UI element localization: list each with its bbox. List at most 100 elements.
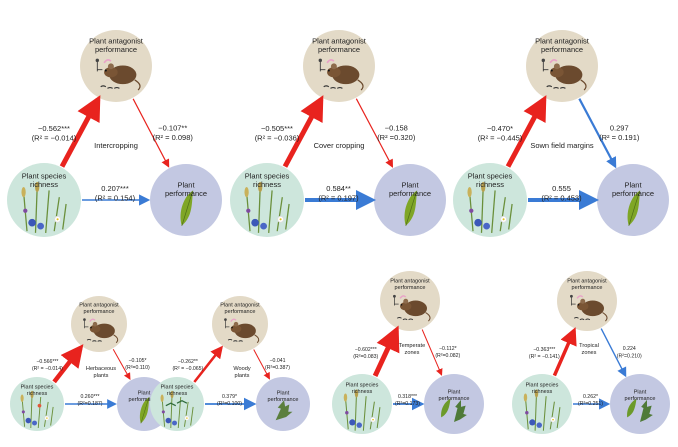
performance-label-line1: Plant [277,391,290,397]
r2-species-performance: (R² = 0.197) [318,194,359,203]
path-arrow-antagonist-to-performance [421,329,443,376]
coef-antagonist-performance: −0.041 [269,358,285,364]
performance-label-line2: performance [389,189,431,198]
plant-community-icon [20,390,54,429]
path-arrow-species-to-antagonist [193,345,223,383]
coef-antagonist-performance: 0.224 [623,346,636,352]
plant-performance-node [610,374,670,434]
mouse-antagonist-icon [393,294,431,322]
context-label: Sown field margins [530,141,594,150]
r2-species-performance: (R²=0.187) [78,401,103,407]
r2-antagonist-performance: (R²=0.082) [435,353,460,359]
antagonist-label-line1: Plant antagonist [535,37,590,46]
r2-species-antagonist: (R² = −0.014) [32,134,77,143]
r2-antagonist-performance: (R²=0.110) [125,365,150,371]
antagonist-node [303,30,375,102]
path-arrow-antagonist-to-performance [253,349,270,380]
antagonist-label-line1: Plant antagonist [89,37,144,46]
performance-label-line1: Plant [634,390,647,396]
r2-antagonist-performance: (R² =0.320) [377,133,416,142]
performance-label-line2: performance [268,397,299,403]
leaf-icon [275,400,293,421]
antagonist-label-line1: Plant antagonist [79,303,119,309]
leaf-icon [627,398,653,422]
coef-species-performance: 0.318*** [398,394,417,400]
plant-community-icon [467,181,513,233]
species-label-line2: richness [476,180,504,189]
coef-species-performance: 0.584** [326,184,351,193]
r2-species-antagonist: (R² = −0.065) [172,366,203,372]
coef-species-antagonist: −0.602*** [355,347,377,353]
r2-antagonist-performance: (R² = 0.191) [599,133,640,142]
species-label-line2: richness [30,180,58,189]
plant-community-icon [21,181,67,233]
path-arrow-antagonist-to-performance [355,98,393,168]
leaf-icon [404,190,418,226]
antagonist-node [557,271,617,331]
species-label-line2: richness [27,391,48,397]
coef-species-antagonist: −0.505*** [261,124,293,133]
r2-species-antagonist: (R² = −0.036) [255,134,300,143]
context-label: Intercropping [94,141,138,150]
plant-community-icon [244,181,290,233]
antagonist-node [71,296,127,352]
leaf-icon [180,190,194,226]
antagonist-label-line1: Plant antagonist [220,303,260,309]
coef-species-performance: 0.207*** [101,184,129,193]
r2-species-performance: (R² = 0.453) [541,194,582,203]
species-label-line1: Plant species [526,383,559,389]
path-arrow-species-to-antagonist [52,344,84,384]
coef-species-performance: 0.262* [583,394,598,400]
species-label-line1: Plant species [22,172,67,181]
performance-label-line1: Plant [448,390,461,396]
r2-antagonist-performance: (R²=0.210) [617,353,642,359]
antagonist-label-line2: performance [95,45,137,54]
plant-performance-node [424,374,484,434]
plant-community-icon [160,390,194,429]
performance-label-line2: performance [612,189,654,198]
coef-species-performance: 0.555 [552,184,571,193]
species-label-line2: richness [352,389,373,395]
mouse-antagonist-icon [95,58,141,91]
antagonist-label-line1: Plant antagonist [390,278,430,284]
r2-species-antagonist: (R² = −0.014) [32,366,63,372]
species-label-line2: richness [253,180,281,189]
antagonist-label-line1: Plant antagonist [567,278,607,284]
path-arrow-species-to-antagonist [59,95,101,168]
antagonist-label-line1: Plant antagonist [312,37,367,46]
coef-antagonist-performance: 0.297 [610,124,629,133]
performance-label-line1: Plant [177,180,195,189]
antagonist-label-line2: performance [225,309,256,315]
coef-species-antagonist: −0.562*** [38,124,70,133]
r2-species-performance: (R²=0.100) [217,401,242,407]
species-label-line1: Plant species [468,172,513,181]
r2-species-performance: (R² = 0.154) [95,194,136,203]
antagonist-label-line2: performance [541,45,583,54]
species-label-line1: Plant species [346,383,379,389]
mouse-antagonist-icon [570,294,608,322]
path-arrow-antagonist-to-performance [578,98,617,169]
coef-species-antagonist: −0.262** [178,359,198,365]
mouse-antagonist-icon [318,58,364,91]
antagonist-label-line2: performance [572,285,603,291]
species-label-line1: Plant species [21,384,54,390]
path-arrow-antagonist-to-performance [112,349,131,380]
coef-species-performance: 0.260*** [80,394,99,400]
antagonist-node [526,30,598,102]
antagonist-node [80,30,152,102]
path-arrow-species-to-antagonist [552,327,577,377]
path-arrow-species-to-antagonist [505,95,547,168]
r2-species-antagonist: (R² = −0.445) [478,134,523,143]
performance-label-line2: performance [625,396,656,402]
performance-label-line1: Plant [624,180,642,189]
